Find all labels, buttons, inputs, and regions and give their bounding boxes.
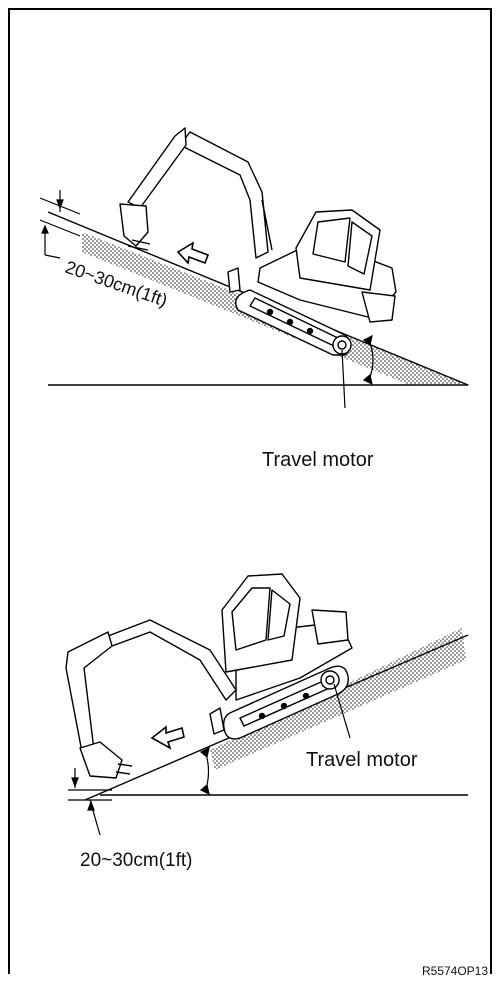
bottom-panel: Travel motor 20~30cm(1ft) <box>65 573 469 871</box>
bottom-clearance-label: 20~30cm(1ft) <box>80 850 192 871</box>
bottom-motor-leader <box>333 683 351 739</box>
top-motor-label: Travel motor <box>262 449 374 471</box>
figure-code: R5574OP13 <box>422 964 488 978</box>
bottom-motor-label: Travel motor <box>306 749 418 771</box>
bottom-excavator <box>65 573 353 779</box>
top-excavator <box>119 127 397 356</box>
top-motor-leader <box>341 349 346 409</box>
bottom-direction-arrow <box>150 725 185 750</box>
top-panel: 20~30cm(1ft) Travel motor <box>39 127 470 471</box>
top-direction-arrow <box>176 241 210 265</box>
bottom-angle-marker <box>199 746 210 796</box>
figure-frame <box>8 8 492 974</box>
top-clearance-dimension <box>39 190 81 259</box>
bottom-clearance-dimension <box>68 768 112 836</box>
top-angle-marker <box>362 334 374 386</box>
